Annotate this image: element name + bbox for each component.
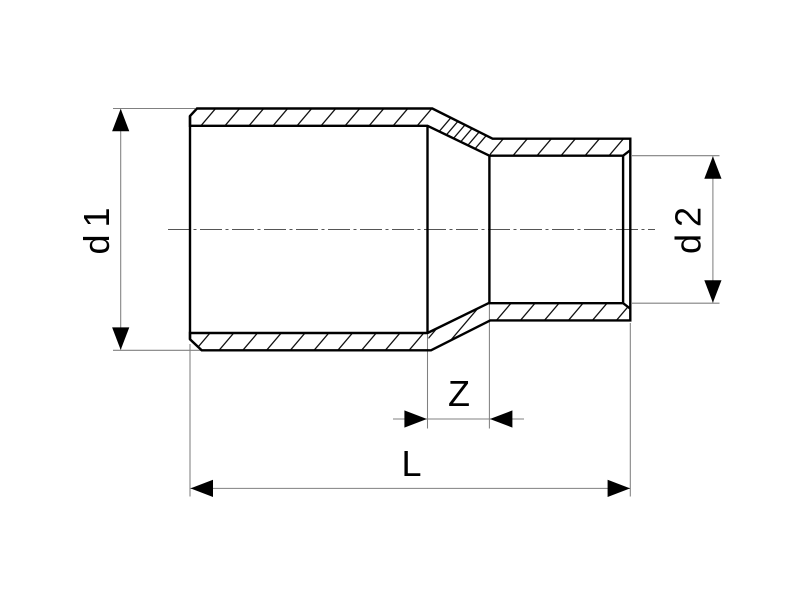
svg-text:d 1: d 1 xyxy=(76,208,117,254)
svg-text:L: L xyxy=(402,443,422,484)
svg-text:Z: Z xyxy=(448,373,470,414)
svg-text:d 2: d 2 xyxy=(668,208,709,254)
